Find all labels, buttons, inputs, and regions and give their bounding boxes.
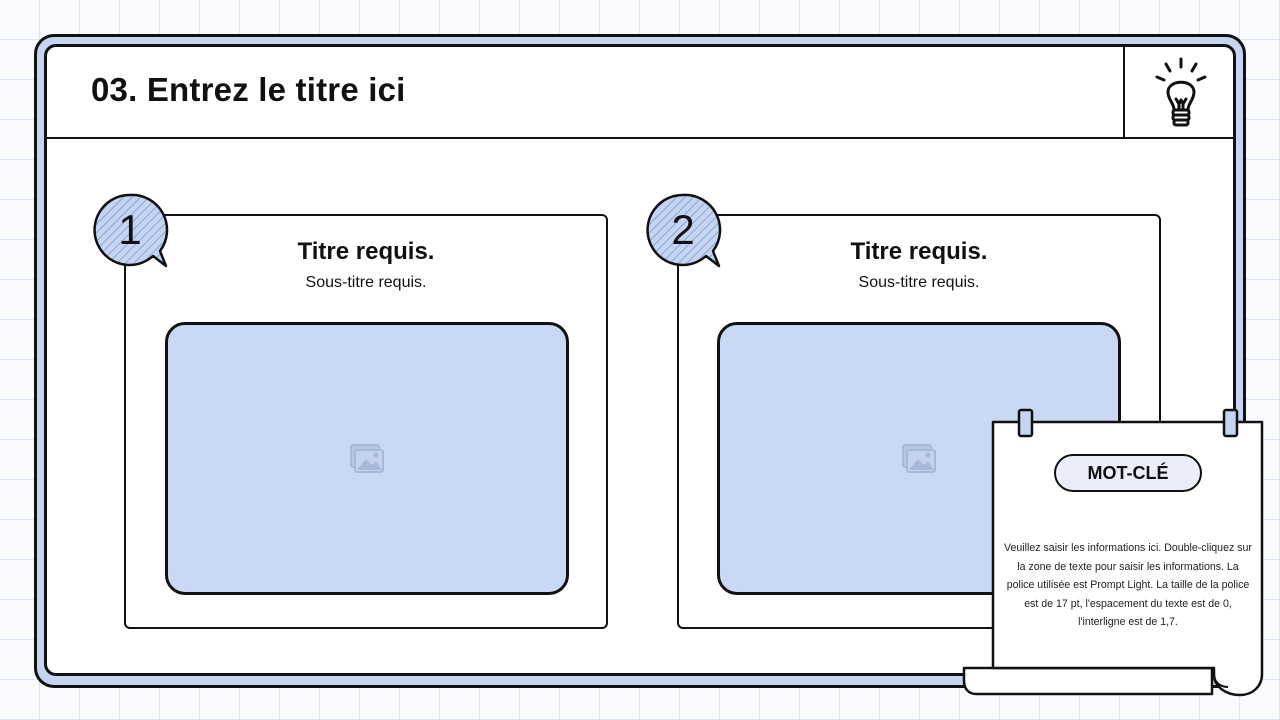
badge-number: 2 [671, 206, 695, 253]
card-title[interactable]: Titre requis. [850, 238, 988, 265]
lightbulb-icon [1155, 57, 1207, 127]
card-title[interactable]: Titre requis. [297, 238, 435, 265]
image-icon [902, 443, 936, 473]
image-placeholder[interactable] [165, 322, 569, 595]
keyword-label[interactable]: MOT-CLÉ [1054, 454, 1202, 492]
card-subtitle[interactable]: Sous-titre requis. [858, 274, 980, 291]
card-1: Titre requis. Sous-titre requis. [124, 214, 608, 629]
card-subtitle[interactable]: Sous-titre requis. [305, 274, 427, 291]
speech-bubble-icon [93, 193, 169, 268]
page-title[interactable]: 03. Entrez le titre ici [91, 71, 406, 108]
scroll-note-icon [962, 408, 1264, 697]
title-bar: 03. Entrez le titre ici [47, 47, 1233, 139]
keyword-note: MOT-CLÉ Veuillez saisir les informations… [962, 406, 1268, 702]
number-badge-1: 1 [93, 193, 173, 273]
image-icon [350, 443, 384, 473]
badge-number: 1 [118, 206, 142, 253]
number-badge-2: 2 [646, 193, 726, 273]
note-body-text[interactable]: Veuillez saisir les informations ici. Do… [1004, 542, 1252, 628]
lightbulb-cell [1123, 47, 1233, 137]
speech-bubble-icon [646, 193, 722, 268]
